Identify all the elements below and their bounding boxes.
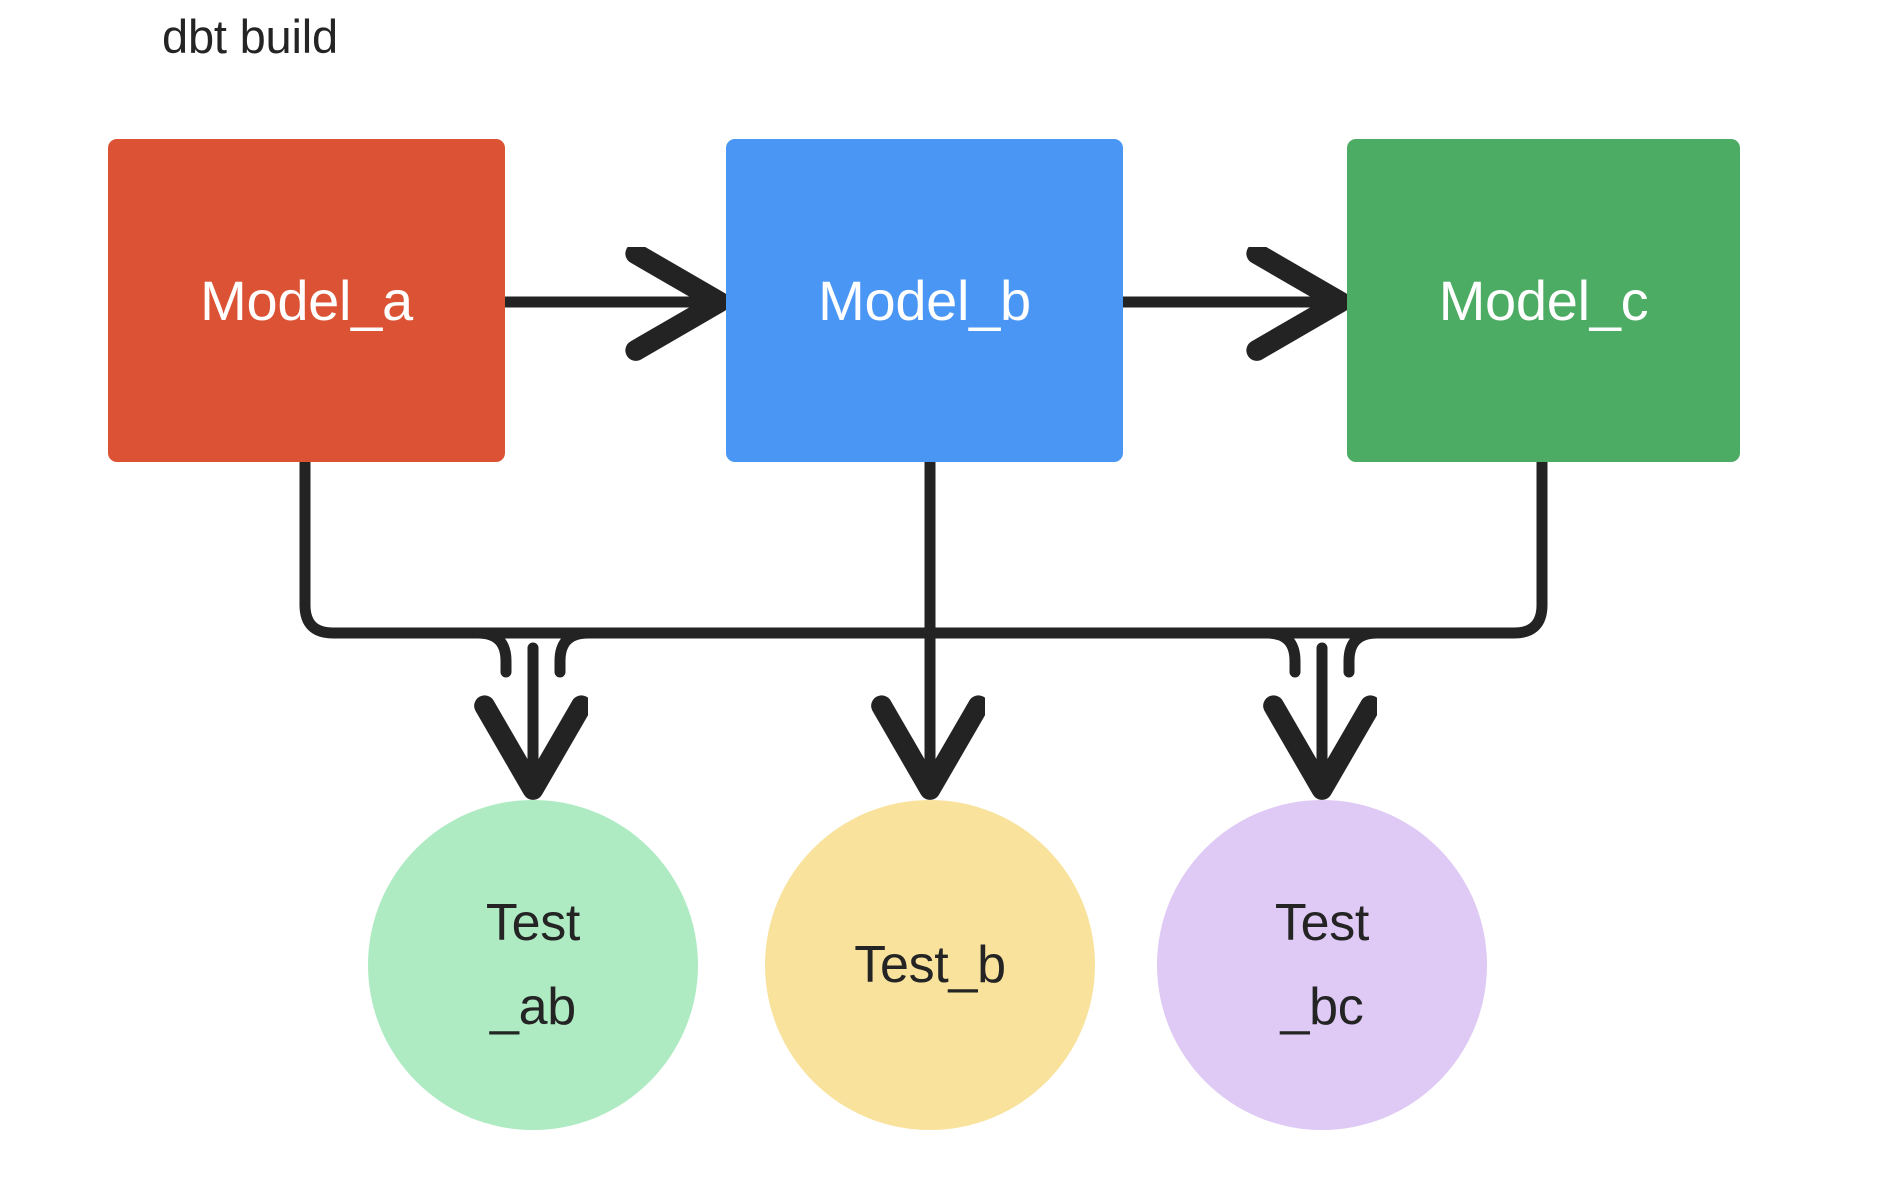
node-test-ab[interactable]: Test _ab [368, 800, 698, 1130]
edge-rail-right-curve-in [1261, 627, 1301, 678]
edge-model-c-to-rail [924, 456, 1548, 639]
node-test-ab-label: Test _ab [485, 893, 581, 1036]
node-test-bc-label: Test _bc [1274, 893, 1370, 1036]
edge-rail-left-curve-out [554, 627, 594, 678]
node-test-b[interactable]: Test_b [765, 800, 1095, 1130]
edge-rail-left-curve-in [472, 627, 512, 678]
node-test-bc[interactable]: Test _bc [1157, 800, 1487, 1130]
node-model-c-label: Model_c [1438, 268, 1649, 332]
node-model-b-label: Model_b [818, 268, 1031, 332]
page-title: dbt build [162, 10, 338, 63]
node-model-a[interactable]: Model_a [108, 139, 505, 462]
edge-rail-right-curve-out [1343, 627, 1383, 678]
edge-model-a-to-rail [299, 456, 936, 639]
node-model-a-label: Model_a [200, 268, 413, 332]
node-model-c[interactable]: Model_c [1347, 139, 1740, 462]
node-test-b-label: Test_b [854, 935, 1006, 994]
node-model-b[interactable]: Model_b [726, 139, 1123, 462]
